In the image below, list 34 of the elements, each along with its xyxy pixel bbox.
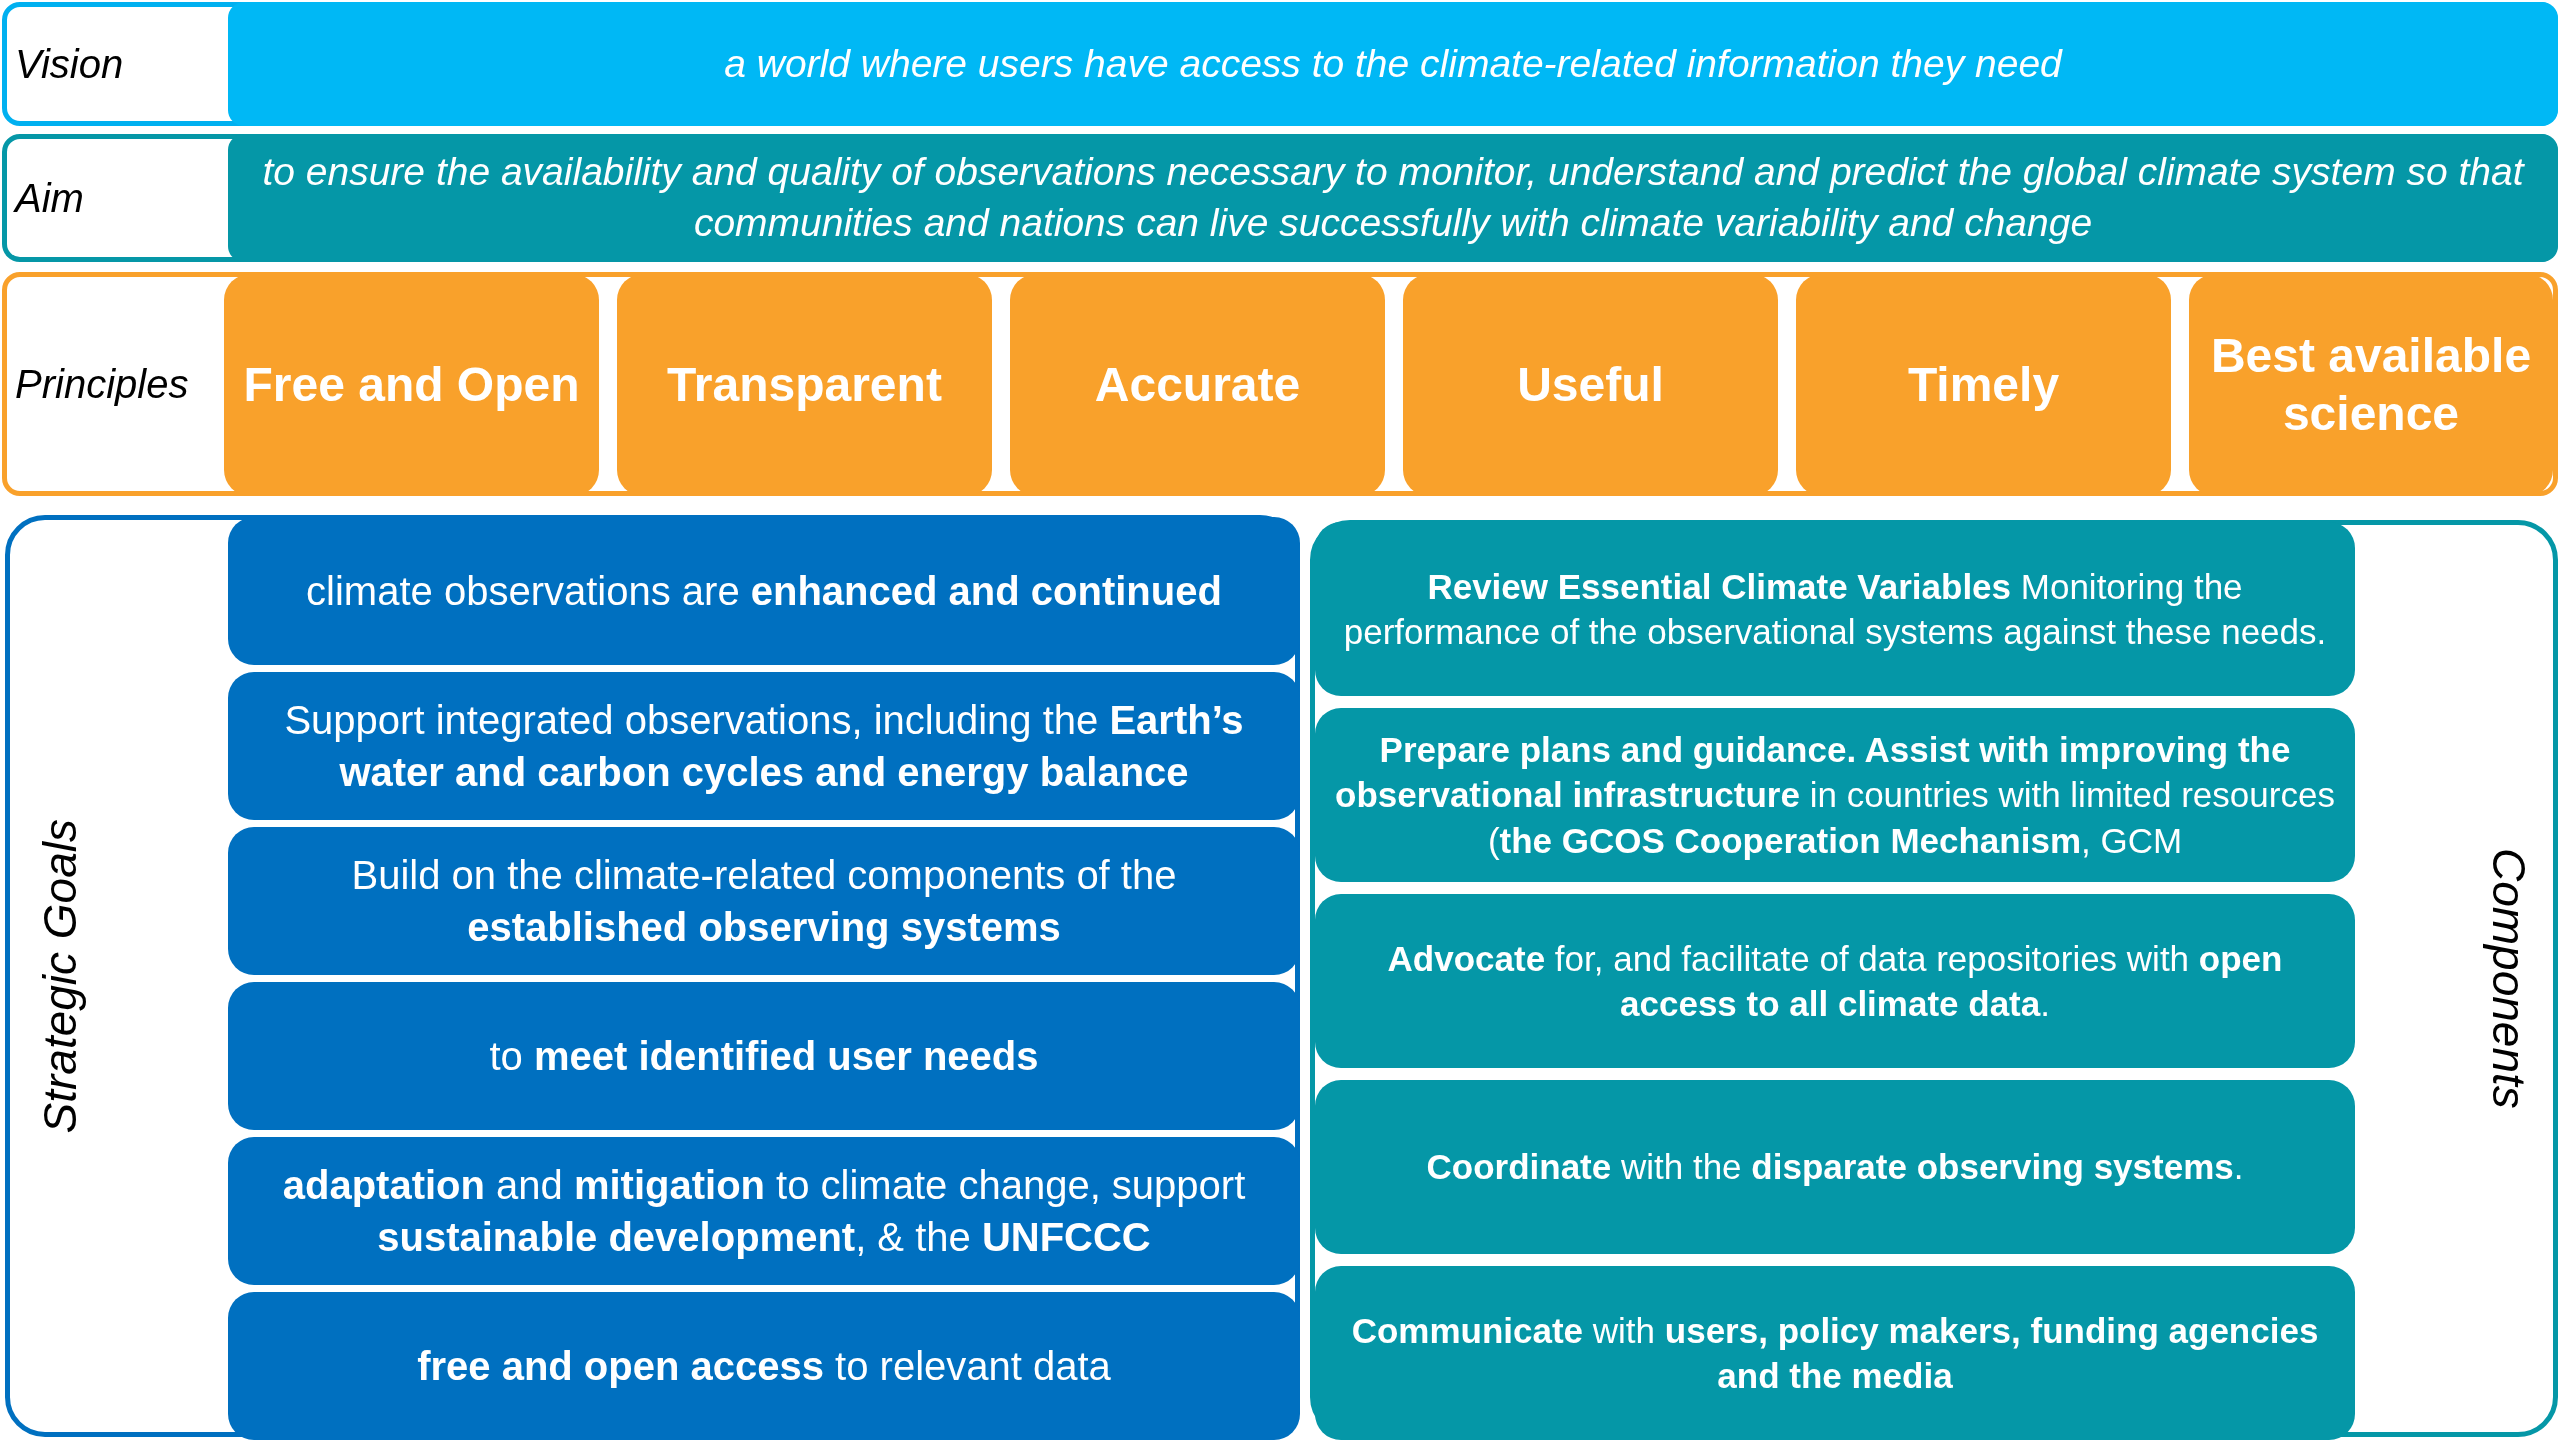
goal-box	[228, 1292, 1300, 1440]
band-label: Strategic Goals	[32, 818, 87, 1134]
band-frame	[5, 515, 1300, 1437]
component-text: Coordinate with the disparate observing systems.	[1426, 1146, 2244, 1189]
band-label: Components	[2481, 848, 2536, 1109]
band-frame	[1310, 520, 2558, 1437]
band-label: Principles	[15, 361, 189, 408]
statement-text: to ensure the availability and quality of observations necessary to monitor, understand and predict the global climate system so that communities and nations can live successfully with climate variability and change	[261, 149, 2526, 246]
goal-text: Build on the climate-related components of the established observing systems	[350, 852, 1178, 951]
principle-text: Useful	[1517, 357, 1664, 414]
principle-text: Transparent	[667, 357, 942, 414]
principle-text: Free and Open	[243, 357, 580, 414]
principle-text: Best available science	[2209, 328, 2533, 442]
component-box	[1315, 1266, 2355, 1440]
statement-text: a world where users have access to the climate-related information they need	[724, 40, 2062, 87]
component-box	[1315, 1080, 2355, 1254]
goal-text: free and open access to relevant data	[417, 1343, 1111, 1390]
goal-text: to meet identified user needs	[489, 1033, 1039, 1080]
component-box	[1315, 522, 2355, 696]
goal-text: climate observations are enhanced and continued	[306, 568, 1222, 615]
component-box	[1315, 894, 2355, 1068]
principle-text: Timely	[1907, 357, 2060, 414]
component-text: Review Essential Climate Variables Monitoring the performance of the observational systems against these needs.	[1342, 565, 2328, 653]
band-frame	[2, 272, 2558, 496]
component-text: Prepare plans and guidance. Assist with improving the observational infrastructure in countries with limited resources (the GCOS Cooperation Mechanism, GCM	[1334, 728, 2336, 862]
band-label: Vision	[15, 41, 124, 88]
band-label: Aim	[15, 175, 84, 222]
principle-text: Accurate	[1094, 357, 1301, 414]
component-box	[1315, 708, 2355, 882]
goal-text: Support integrated observations, including the Earth’s water and carbon cycles and energy balance	[283, 697, 1245, 796]
component-text: Advocate for, and facilitate of data repositories with open access to all climate data.	[1386, 937, 2284, 1025]
component-text: Communicate with users, policy makers, funding agencies and the media	[1350, 1309, 2320, 1397]
goal-box	[228, 517, 1300, 665]
goal-text: adaptation and mitigation to climate change, support sustainable development, & the UNFCCC	[281, 1162, 1247, 1261]
